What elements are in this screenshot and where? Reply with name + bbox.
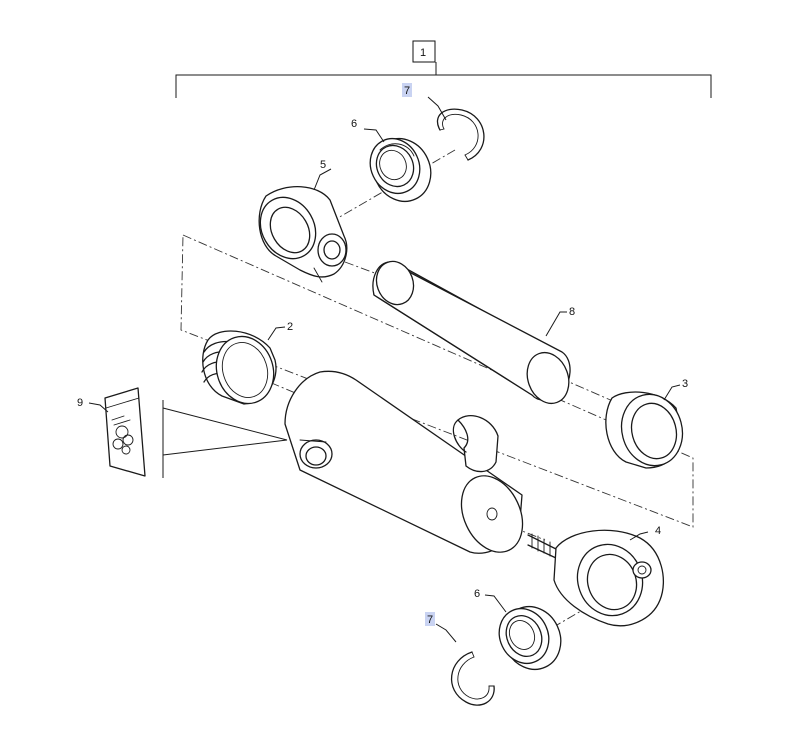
callout-6-bottom[interactable]: 6 <box>474 588 480 600</box>
highlight-7-bottom <box>425 612 435 626</box>
snap-ring-bottom <box>450 651 495 706</box>
rod-eye <box>258 185 348 283</box>
seal-kit-package <box>104 387 288 478</box>
bushing-top <box>369 138 432 202</box>
gland-nut <box>605 391 684 469</box>
callout-7-bottom[interactable]: 7 <box>427 614 433 626</box>
highlight-7-top <box>402 83 412 97</box>
callout-6-top[interactable]: 6 <box>351 118 357 130</box>
callout-5[interactable]: 5 <box>320 159 326 171</box>
leader-lines <box>88 96 681 643</box>
callout-7-top[interactable]: 7 <box>404 85 410 97</box>
piston <box>201 330 277 405</box>
assembly-envelope <box>180 234 694 528</box>
callout-9[interactable]: 9 <box>77 397 83 409</box>
cylinder-barrel <box>284 370 524 554</box>
base-eye <box>527 529 664 627</box>
callout-2[interactable]: 2 <box>287 321 293 333</box>
assembly-bracket <box>175 40 712 98</box>
snap-ring-top <box>436 108 485 161</box>
callout-1: 1 <box>420 47 426 59</box>
callout-3[interactable]: 3 <box>682 378 688 390</box>
bushing-bottom <box>498 606 562 670</box>
piston-rod <box>372 260 571 405</box>
callout-4[interactable]: 4 <box>655 525 661 537</box>
callout-8[interactable]: 8 <box>569 306 575 318</box>
